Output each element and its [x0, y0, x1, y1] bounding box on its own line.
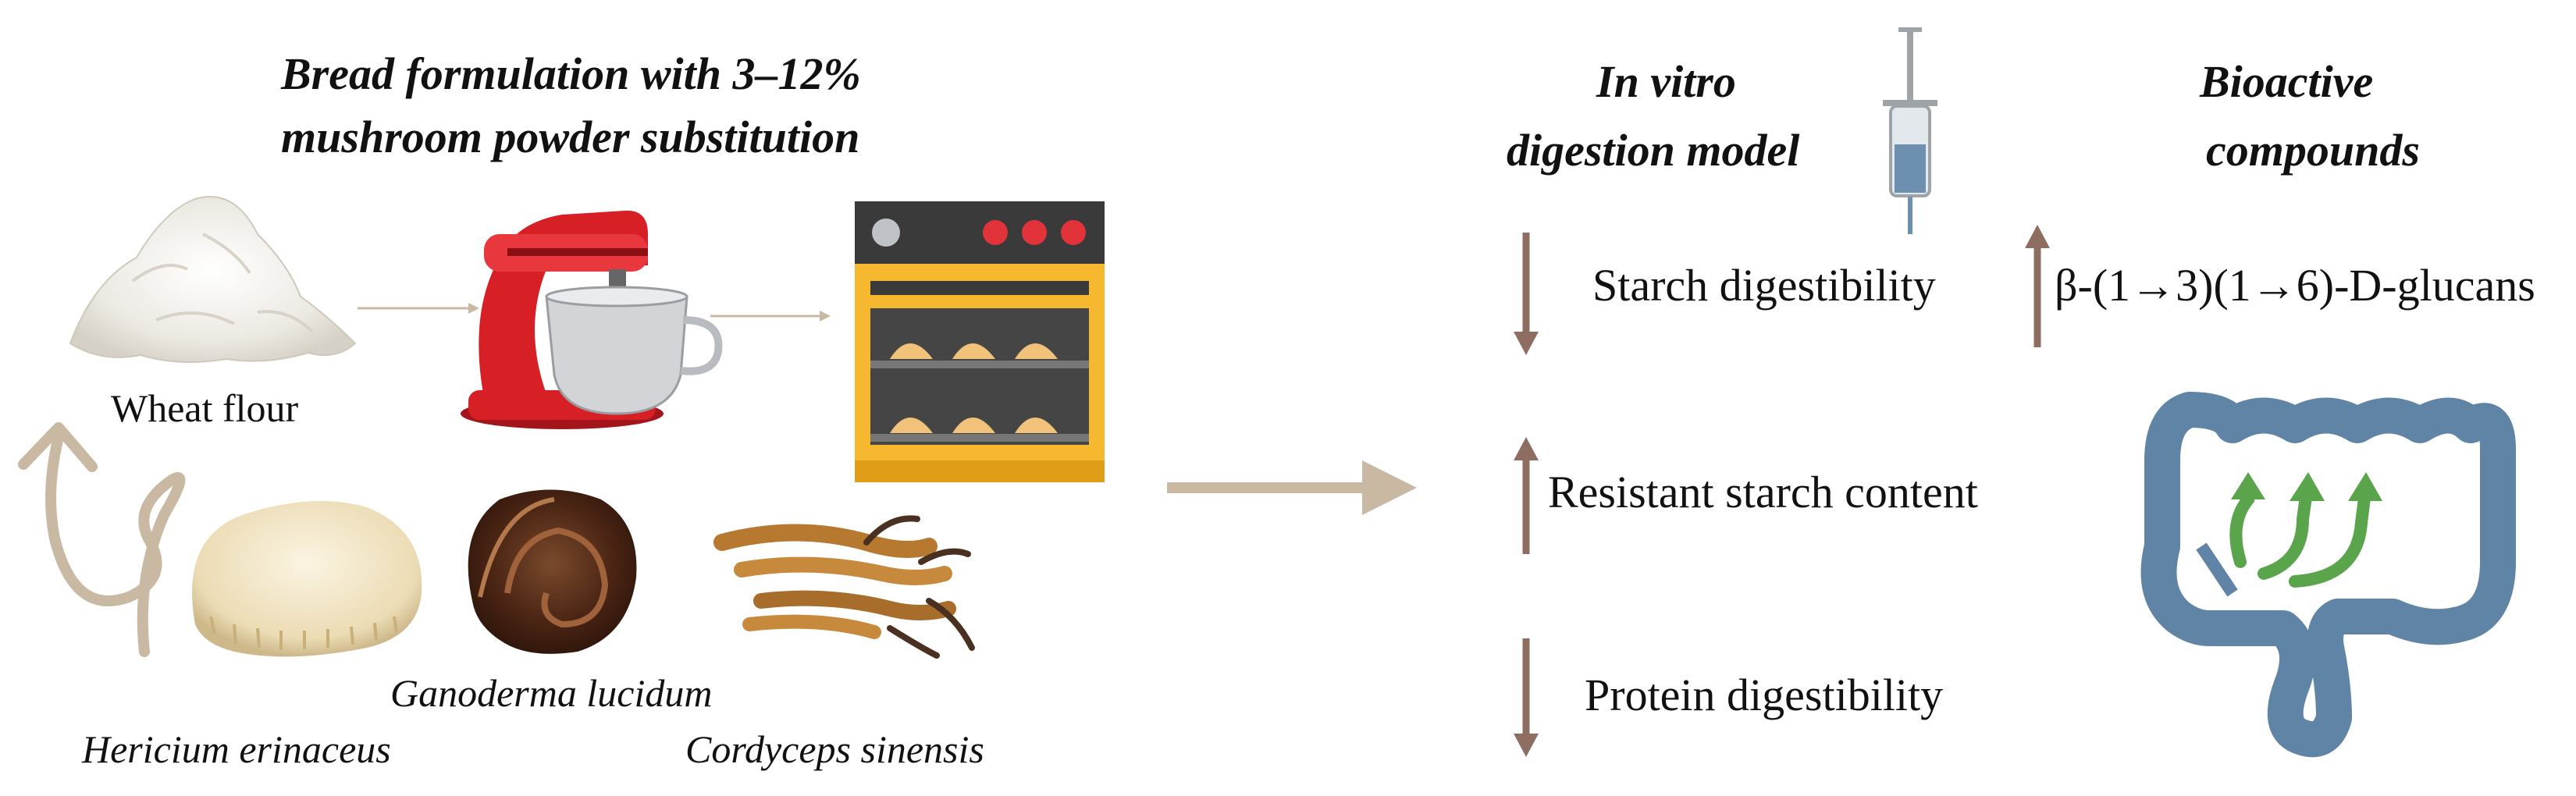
- wheat-flour-label: Wheat flour: [111, 386, 299, 430]
- resistant-starch-label: Resistant starch content: [1548, 467, 1978, 517]
- cordyceps-icon: [713, 515, 975, 659]
- protein-digestibility-label: Protein digestibility: [1585, 670, 1944, 720]
- starch-digestibility-label: Starch digestibility: [1592, 260, 1936, 311]
- loop-arrow: [18, 422, 186, 657]
- process-arrow-1: [358, 303, 479, 314]
- transition-arrow: [1167, 460, 1417, 515]
- starch-down-arrow: [1514, 233, 1539, 355]
- protein-down-arrow: [1514, 638, 1539, 757]
- glucans-up-arrow: [2025, 225, 2050, 347]
- intestine-icon: [2140, 392, 2516, 758]
- digestion-title-line2: digestion model: [1507, 125, 1800, 176]
- formulation-title-line1: Bread formulation with 3–12%: [281, 48, 861, 99]
- bioactive-title-line2: compounds: [2206, 125, 2420, 176]
- process-arrow-2: [710, 311, 831, 322]
- glucans-label: β-(1→3)(1→6)-D-glucans: [2055, 260, 2535, 311]
- resistant-up-arrow: [1514, 437, 1539, 554]
- ganoderma-label: Ganoderma lucidum: [390, 671, 713, 715]
- cordyceps-label: Cordyceps sinensis: [685, 727, 984, 771]
- oven-icon: [855, 201, 1105, 482]
- hericium-label: Hericium erinaceus: [82, 727, 391, 771]
- bioactive-title-line1: Bioactive: [2200, 56, 2374, 107]
- flour-pile-icon: [69, 196, 357, 363]
- digestion-title-line1: In vitro: [1596, 56, 1736, 107]
- formulation-title-line2: mushroom powder substitution: [281, 112, 860, 162]
- hericium-icon: [192, 501, 422, 657]
- syringe-icon: [1883, 27, 1937, 234]
- ganoderma-icon: [468, 489, 637, 654]
- stand-mixer-icon: [461, 210, 723, 429]
